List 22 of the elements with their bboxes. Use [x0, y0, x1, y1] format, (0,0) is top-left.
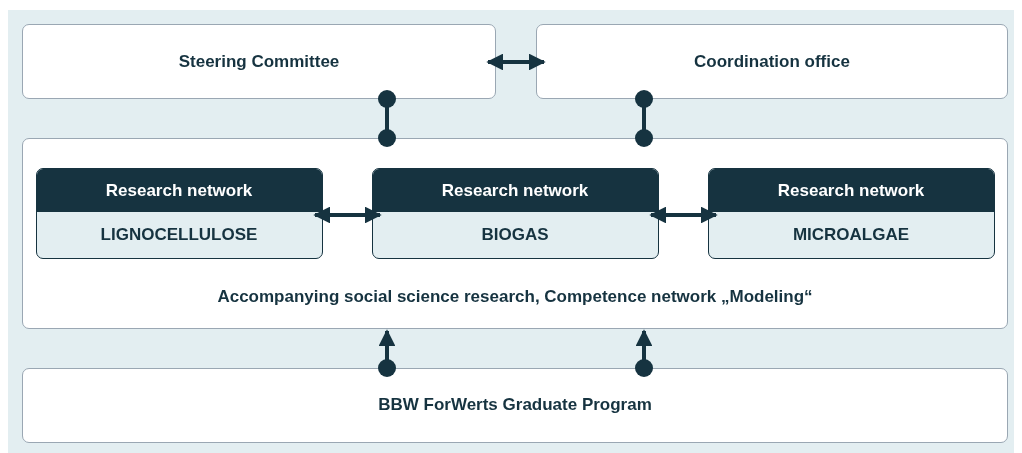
research-network-card	[707, 167, 995, 259]
connector-arrow	[313, 206, 382, 224]
box-label: BBW ForWerts Graduate Program	[377, 395, 653, 415]
process-box	[536, 24, 1008, 99]
card-label: BIOGAS	[480, 223, 550, 246]
connector-arrow	[635, 329, 653, 377]
connector-arrow	[378, 329, 396, 377]
process-box	[22, 368, 1008, 443]
container-box	[22, 138, 1008, 329]
research-network-card	[35, 167, 323, 259]
box-label: Accompanying social science research, Competence network „Modeling“	[216, 287, 814, 307]
card-label: MICROALGAE	[791, 223, 911, 246]
research-network-card	[371, 167, 659, 259]
card-label: LIGNOCELLULOSE	[99, 223, 259, 246]
card-header: Research network	[708, 168, 994, 212]
box-label: Coordination office	[693, 52, 851, 72]
process-box	[22, 24, 496, 99]
card-header: Research network	[36, 168, 322, 212]
connector-arrow	[649, 206, 718, 224]
box-label: Steering Committee	[177, 52, 341, 72]
connector-arrow	[486, 53, 546, 71]
card-header: Research network	[372, 168, 658, 212]
